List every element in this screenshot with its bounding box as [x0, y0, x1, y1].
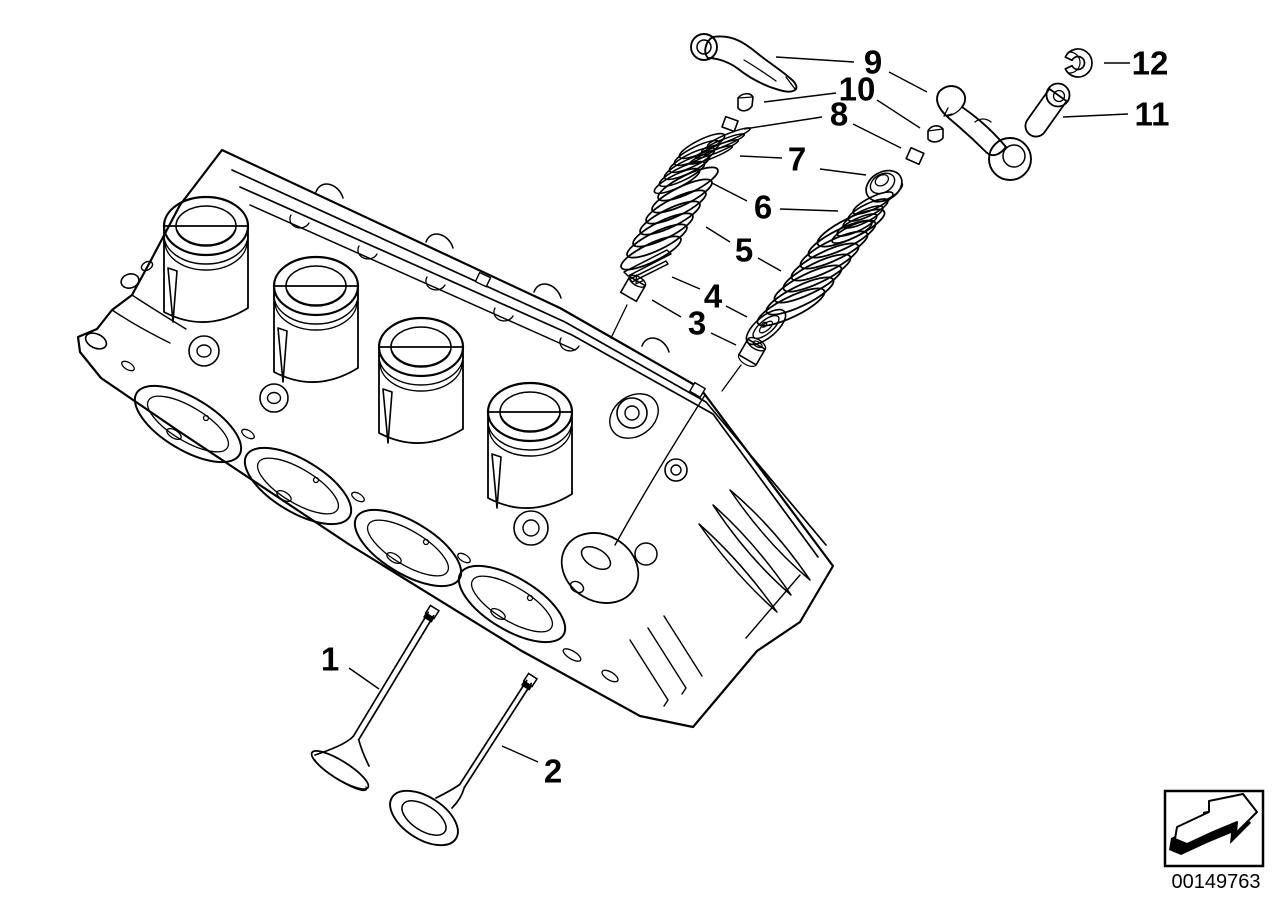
direction-arrow-icon	[1169, 793, 1258, 855]
callout-4-leader-line	[725, 305, 748, 318]
valve-spring-inner-right	[831, 191, 894, 244]
rocker-arm-left	[690, 33, 798, 93]
callout-9-leader-line	[775, 56, 855, 63]
head-left-bracket	[84, 260, 187, 350]
callout-3-label[interactable]: 3	[688, 305, 706, 342]
valve-keeper-square-left	[721, 115, 739, 133]
spring-retainer-cone-right	[865, 169, 904, 203]
callout-1-label[interactable]: 1	[321, 641, 339, 678]
valve-spring-outer-right	[756, 208, 886, 327]
exhaust-flange	[560, 532, 658, 604]
exhaust-valve-drawing	[389, 672, 539, 847]
gasket-face-webs	[629, 615, 703, 707]
combustion-chambers	[121, 360, 619, 683]
circlip	[1064, 48, 1093, 78]
cam-rail	[231, 169, 827, 558]
callout-11-label[interactable]: 11	[1135, 96, 1170, 133]
callout-5-leader-line	[705, 226, 731, 243]
callout-6-leader-line	[711, 182, 748, 202]
cylinder-head-drawing	[76, 148, 835, 729]
callout-12-label[interactable]: 12	[1132, 45, 1169, 82]
valve-train-right-stack	[737, 48, 1093, 367]
callout-7-label[interactable]: 7	[788, 141, 806, 178]
head-silhouette	[76, 148, 835, 729]
intake-valve-drawing	[310, 604, 440, 792]
callout-7-leader-line	[819, 168, 867, 176]
callout-2-leader-line	[501, 745, 539, 763]
callout-8-leader-line	[852, 123, 902, 149]
shim-strips-left	[623, 249, 672, 283]
valve-train-left-stack	[619, 33, 798, 303]
valve-stem-seal-right	[737, 336, 767, 367]
callout-6-label[interactable]: 6	[754, 189, 772, 226]
valve-keeper-square-right	[905, 146, 925, 166]
callout-11-leader-line	[1062, 113, 1129, 118]
image-id-text: 00149763	[1172, 871, 1261, 893]
assembly-axis-lines	[610, 304, 742, 392]
callout-7-leader-line	[739, 155, 783, 159]
callout-3-leader-line	[651, 299, 682, 318]
callout-1-leader-line	[348, 667, 380, 690]
callout-10-leader-line	[763, 92, 837, 103]
callout-6-leader-line	[779, 208, 839, 212]
cooling-fins	[698, 489, 811, 613]
callout-10-leader-line	[876, 99, 921, 129]
spring-retainer-left	[688, 127, 752, 165]
callout-5-label[interactable]: 5	[735, 232, 753, 269]
callout-3-leader-line	[710, 332, 737, 346]
callout-4-leader-line	[671, 276, 701, 290]
valve-cotter-left	[737, 92, 754, 112]
rocker-arm-right	[936, 85, 1032, 181]
valve-cotter-right	[927, 125, 944, 143]
callout-2-label[interactable]: 2	[544, 753, 562, 790]
rocker-pivot-pin	[1024, 82, 1071, 138]
diagram-stamp: 00149763	[1163, 789, 1265, 893]
callout-4-label[interactable]: 4	[704, 278, 723, 315]
callout-10-label[interactable]: 10	[839, 71, 876, 108]
callout-8-label[interactable]: 8	[830, 96, 848, 133]
valve-spring-outer-left	[620, 166, 719, 271]
callout-9-leader-line	[888, 71, 928, 93]
callout-5-leader-line	[757, 257, 782, 272]
callout-9-label[interactable]: 9	[864, 44, 882, 81]
callout-8-leader-line	[743, 116, 823, 130]
head-right-face	[188, 335, 811, 707]
